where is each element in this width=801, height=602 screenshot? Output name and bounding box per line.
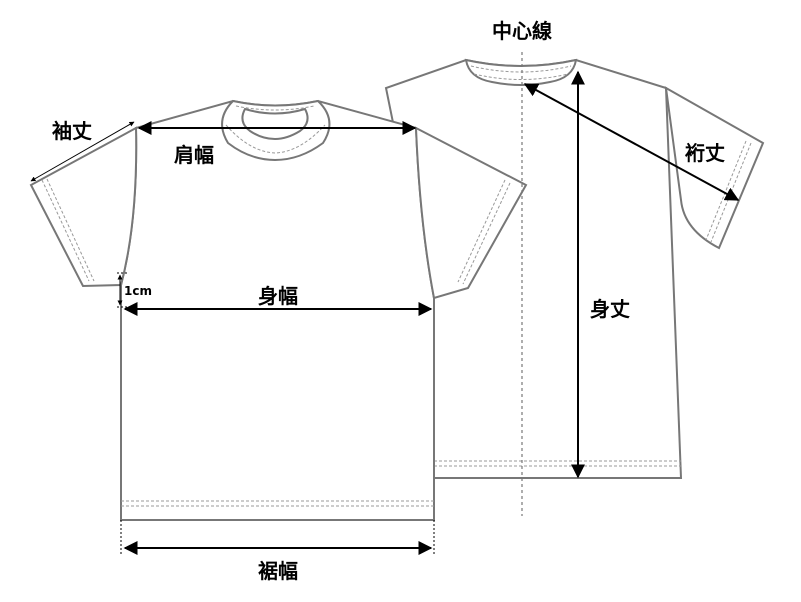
back-stitching <box>434 65 752 467</box>
center-line-label: 中心線 <box>492 19 552 43</box>
body-width-label: 身幅 <box>258 284 298 308</box>
shoulder-width-label: 肩幅 <box>174 143 214 167</box>
yuki-arrow <box>523 83 740 201</box>
hem-width-label: 裾幅 <box>258 559 298 583</box>
yuki-label: 裄丈 <box>684 141 725 165</box>
sleeve-length-arrow <box>30 121 135 182</box>
one-cm-label: 1cm <box>124 284 152 298</box>
sleeve-length-label: 袖丈 <box>52 119 92 143</box>
body-length-label: 身丈 <box>590 297 630 321</box>
front-stitching <box>41 105 511 507</box>
front-right-sleeve <box>414 126 528 300</box>
back-collar-rib <box>464 58 578 86</box>
front-body-outline <box>120 99 435 521</box>
measurement-arrows <box>123 70 740 555</box>
front-left-sleeve <box>29 126 138 288</box>
